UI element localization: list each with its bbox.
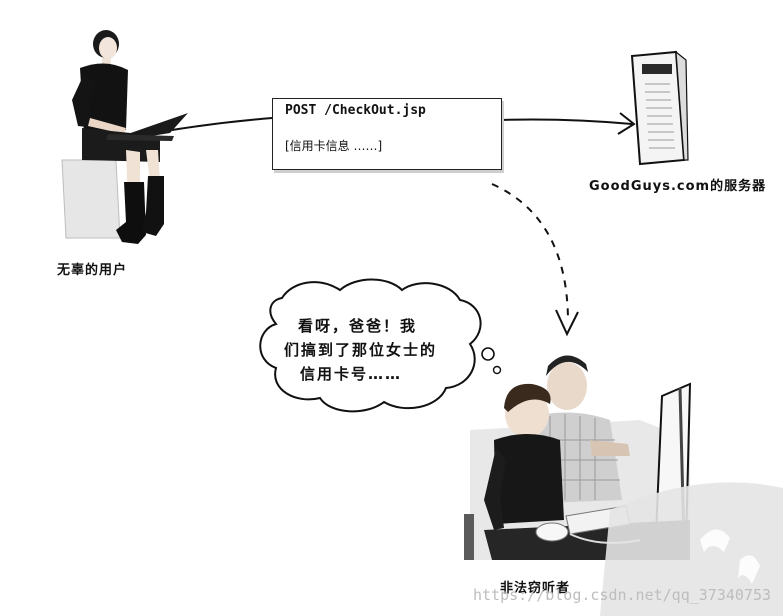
- user-to-message-line: [172, 118, 272, 130]
- server-label: GoodGuys.com的服务器: [589, 175, 766, 194]
- message-to-server-arrow: [500, 120, 632, 125]
- request-line: POST /CheckOut.jsp: [285, 103, 426, 118]
- watermark-url: https://blog.csdn.net/qq_37340753: [473, 586, 771, 604]
- speech-line-3: 信用卡号……: [300, 363, 402, 384]
- user-label: 无辜的用户: [57, 259, 127, 278]
- credit-card-payload: [信用卡信息 ……]: [285, 137, 382, 154]
- http-request-box: POST /CheckOut.jsp [信用卡信息 ……]: [272, 98, 502, 170]
- server-icon: [632, 52, 688, 164]
- speech-line-2: 们搞到了那位女士的: [284, 339, 437, 360]
- user-figure: [62, 30, 188, 244]
- interception-dashed-arrow: [492, 184, 568, 322]
- speech-line-1: 看呀，爸爸！我: [298, 315, 417, 336]
